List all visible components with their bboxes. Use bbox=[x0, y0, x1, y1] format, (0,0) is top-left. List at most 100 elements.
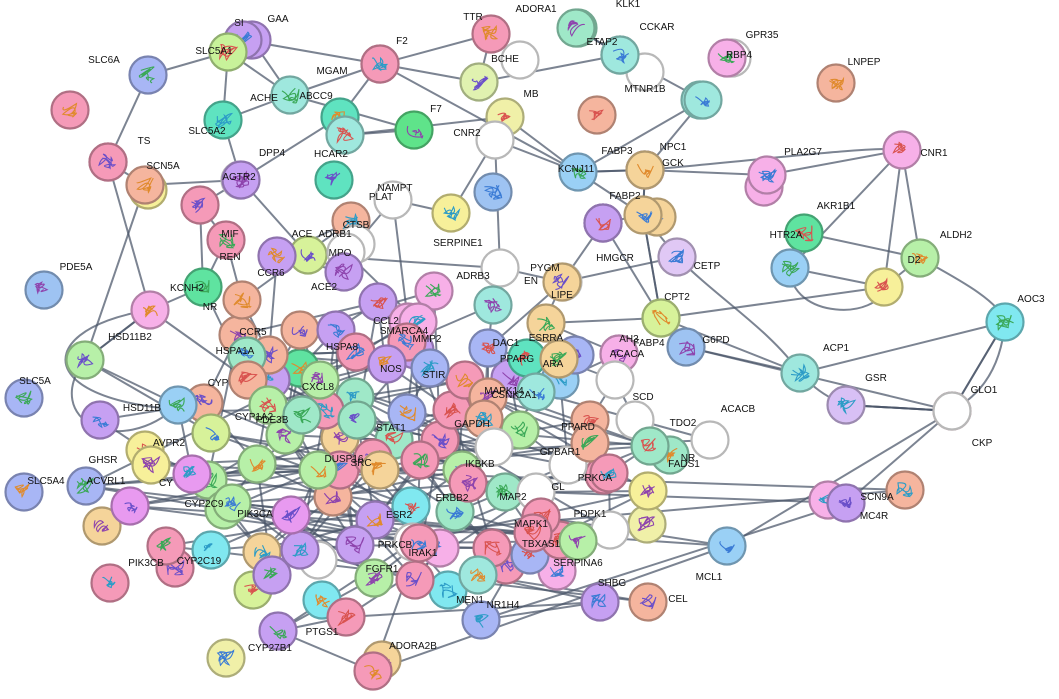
protein-node[interactable] bbox=[474, 427, 514, 467]
protein-node[interactable] bbox=[885, 470, 925, 510]
protein-node[interactable] bbox=[146, 526, 186, 566]
protein-node[interactable] bbox=[128, 55, 168, 95]
protein-node[interactable] bbox=[222, 280, 262, 320]
protein-node[interactable] bbox=[88, 142, 128, 182]
protein-node[interactable] bbox=[50, 90, 90, 130]
protein-node[interactable] bbox=[580, 582, 620, 622]
protein-node[interactable] bbox=[191, 413, 231, 453]
protein-node[interactable] bbox=[600, 35, 640, 75]
protein-node[interactable] bbox=[747, 155, 787, 195]
protein-node[interactable] bbox=[826, 483, 866, 523]
protein-node[interactable] bbox=[4, 472, 44, 512]
protein-node[interactable] bbox=[158, 385, 198, 425]
protein-node[interactable] bbox=[353, 651, 393, 691]
protein-node[interactable] bbox=[257, 236, 297, 276]
protein-node[interactable] bbox=[282, 395, 322, 435]
protein-node[interactable] bbox=[513, 513, 553, 553]
protein-node[interactable] bbox=[394, 110, 434, 150]
protein-node[interactable] bbox=[461, 600, 501, 640]
protein-node[interactable] bbox=[985, 302, 1025, 342]
protein-node[interactable] bbox=[237, 444, 277, 484]
protein-node[interactable] bbox=[475, 120, 515, 160]
protein-node[interactable] bbox=[630, 426, 670, 466]
protein-node[interactable] bbox=[270, 75, 310, 115]
protein-node[interactable] bbox=[589, 453, 629, 493]
protein-node[interactable] bbox=[395, 560, 435, 600]
protein-node[interactable] bbox=[900, 238, 940, 278]
protein-node[interactable] bbox=[480, 248, 520, 288]
protein-node[interactable] bbox=[448, 463, 488, 503]
protein-node[interactable] bbox=[628, 471, 668, 511]
protein-node[interactable] bbox=[570, 423, 610, 463]
protein-node[interactable] bbox=[583, 203, 623, 243]
protein-node[interactable] bbox=[360, 450, 400, 490]
protein-node[interactable] bbox=[212, 483, 252, 523]
protein-node[interactable] bbox=[577, 95, 617, 135]
protein-node[interactable] bbox=[203, 100, 243, 140]
protein-node[interactable] bbox=[399, 523, 439, 563]
protein-node[interactable] bbox=[683, 80, 723, 120]
protein-node[interactable] bbox=[595, 360, 635, 400]
protein-node[interactable] bbox=[435, 492, 475, 532]
protein-node[interactable] bbox=[65, 340, 105, 380]
protein-node[interactable] bbox=[4, 378, 44, 418]
protein-node[interactable] bbox=[387, 393, 427, 433]
protein-node[interactable] bbox=[367, 344, 407, 384]
protein-node[interactable] bbox=[82, 506, 122, 546]
protein-node[interactable] bbox=[882, 130, 922, 170]
protein-node[interactable] bbox=[208, 32, 248, 72]
protein-node[interactable] bbox=[826, 385, 866, 425]
protein-node[interactable] bbox=[468, 328, 508, 368]
protein-node[interactable] bbox=[183, 267, 223, 307]
protein-node[interactable] bbox=[516, 372, 556, 412]
protein-node[interactable] bbox=[816, 63, 856, 103]
protein-node[interactable] bbox=[707, 526, 747, 566]
protein-node[interactable] bbox=[298, 450, 338, 490]
protein-node[interactable] bbox=[558, 152, 598, 192]
protein-node[interactable] bbox=[623, 195, 663, 235]
protein-node[interactable] bbox=[414, 271, 454, 311]
protein-node[interactable] bbox=[690, 420, 730, 460]
protein-node[interactable] bbox=[641, 298, 681, 338]
protein-node[interactable] bbox=[324, 252, 364, 292]
protein-node[interactable] bbox=[780, 353, 820, 393]
protein-node[interactable] bbox=[542, 262, 582, 302]
protein-node[interactable] bbox=[526, 303, 566, 343]
protein-node[interactable] bbox=[431, 193, 471, 233]
protein-node[interactable] bbox=[221, 160, 261, 200]
protein-node[interactable] bbox=[628, 582, 668, 622]
protein-node[interactable] bbox=[358, 282, 398, 322]
protein-node[interactable] bbox=[410, 348, 450, 388]
protein-node[interactable] bbox=[625, 150, 665, 190]
protein-node[interactable] bbox=[206, 220, 246, 260]
protein-node[interactable] bbox=[300, 360, 340, 400]
protein-node[interactable] bbox=[556, 8, 596, 48]
protein-node[interactable] bbox=[864, 267, 904, 307]
protein-node[interactable] bbox=[373, 180, 413, 220]
protein-node[interactable] bbox=[471, 14, 511, 54]
protein-node[interactable] bbox=[110, 486, 150, 526]
protein-node[interactable] bbox=[325, 115, 365, 155]
protein-node[interactable] bbox=[400, 440, 440, 480]
protein-node[interactable] bbox=[258, 611, 298, 651]
protein-node[interactable] bbox=[271, 495, 311, 535]
protein-node[interactable] bbox=[657, 237, 697, 277]
protein-node[interactable] bbox=[770, 248, 810, 288]
protein-node[interactable] bbox=[206, 638, 246, 678]
protein-node[interactable] bbox=[180, 185, 220, 225]
protein-node[interactable] bbox=[784, 213, 824, 253]
protein-node[interactable] bbox=[172, 454, 212, 494]
protein-node[interactable] bbox=[458, 555, 498, 595]
protein-node[interactable] bbox=[335, 525, 375, 565]
protein-node[interactable] bbox=[130, 290, 170, 330]
protein-node[interactable] bbox=[131, 445, 171, 485]
protein-node[interactable] bbox=[360, 44, 400, 84]
protein-node[interactable] bbox=[473, 285, 513, 325]
protein-node[interactable] bbox=[125, 165, 165, 205]
protein-node[interactable] bbox=[932, 391, 972, 431]
protein-node[interactable] bbox=[252, 555, 292, 595]
protein-node[interactable] bbox=[326, 597, 366, 637]
protein-node[interactable] bbox=[627, 504, 667, 544]
protein-node[interactable] bbox=[314, 160, 354, 200]
protein-node[interactable] bbox=[558, 521, 598, 561]
